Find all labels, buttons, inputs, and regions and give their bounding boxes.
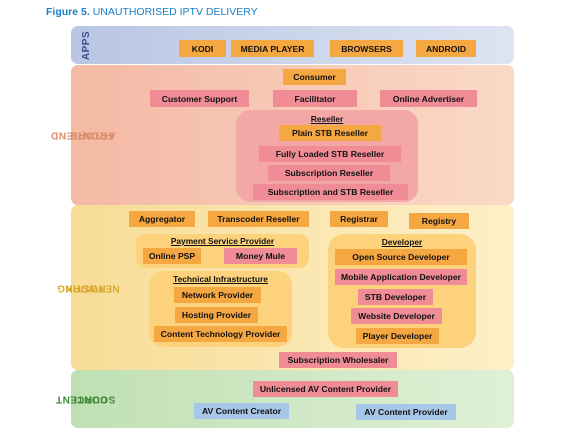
plain-stb-reseller-box: Plain STB Reseller	[279, 125, 381, 141]
content-label-line2: SOURCE	[69, 393, 116, 405]
online-psp-box: Online PSP	[143, 248, 201, 264]
figure-caption: UNAUTHORISED IPTV DELIVERY	[92, 6, 258, 18]
network-provider-box: Network Provider	[174, 287, 261, 303]
online-advertiser-box: Online Advertiser	[380, 90, 477, 107]
registry-box: Registry	[409, 213, 469, 229]
facilitator-box: Facilitator	[273, 90, 357, 107]
registrar-box: Registrar	[330, 211, 388, 227]
figure-number: Figure 5.	[46, 6, 90, 18]
subscription-wholesaler-box: Subscription Wholesaler	[279, 352, 397, 368]
hosting-provider-box: Hosting Provider	[175, 307, 258, 323]
aggregator-box: Aggregator	[129, 211, 195, 227]
hosting-label-line2: NETWORK	[64, 282, 121, 293]
app-browsers: BROWSERS	[330, 40, 403, 57]
player-developer-box: Player Developer	[356, 328, 439, 344]
customer-support-box: Customer Support	[150, 90, 249, 107]
apps-band-label: APPS	[71, 26, 103, 64]
app-kodi: KODI	[179, 40, 226, 57]
apps-label-text: APPS	[81, 30, 93, 60]
app-android: ANDROID	[416, 40, 476, 57]
fully-loaded-stb-reseller-box: Fully Loaded STB Reseller	[259, 146, 401, 162]
unlicensed-av-content-provider-box: Unlicensed AV Content Provider	[253, 381, 398, 397]
payment-group-title: Payment Service Provider	[170, 236, 275, 246]
technical-group-title: Technical Infrastructure	[173, 274, 268, 284]
mobile-application-developer-box: Mobile Application Developer	[335, 269, 467, 285]
av-content-provider-box: AV Content Provider	[356, 404, 456, 420]
open-source-developer-box: Open Source Developer	[335, 249, 467, 265]
money-mule-box: Money Mule	[224, 248, 297, 264]
subscription-and-stb-reseller-box: Subscription and STB Reseller	[253, 184, 408, 200]
subscription-reseller-box: Subscription Reseller	[268, 165, 390, 181]
stb-developer-box: STB Developer	[358, 289, 433, 305]
content-technology-provider-box: Content Technology Provider	[154, 326, 287, 342]
app-media-player: MEDIA PLAYER	[231, 40, 314, 57]
transcoder-reseller-box: Transcoder Reseller	[208, 211, 309, 227]
av-content-creator-box: AV Content Creator	[194, 403, 289, 419]
front-end-label-line2: ACTORS	[69, 129, 116, 141]
reseller-group-title: Reseller	[310, 114, 344, 124]
figure-title: Figure 5. UNAUTHORISED IPTV DELIVERY	[46, 6, 258, 18]
consumer-box: Consumer	[283, 69, 346, 85]
developer-group-title: Developer	[381, 237, 423, 247]
website-developer-box: Website Developer	[351, 308, 442, 324]
